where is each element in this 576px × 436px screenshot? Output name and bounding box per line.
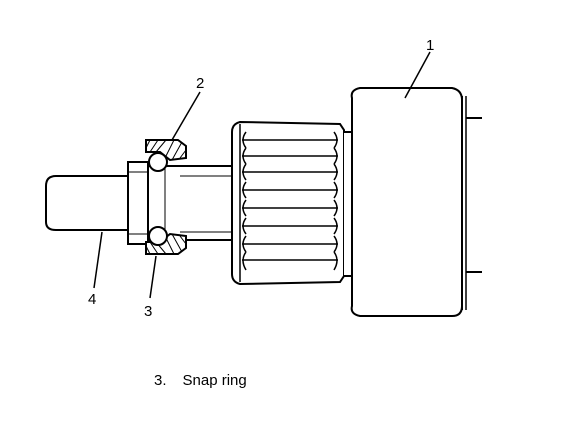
leader-2 [171,91,201,141]
callout-2: 2 [196,75,204,92]
leader-3 [149,255,157,299]
shaft-collar [127,161,149,245]
snap-ring-assembly [145,139,187,255]
shaft-end [45,175,130,231]
leader-4 [93,231,103,289]
pinion-gear [231,120,345,286]
callout-3: 3 [144,303,152,320]
figure-caption: 3. Snap ring [154,372,247,389]
snap-ring-top [148,152,168,172]
callout-4: 4 [88,291,96,308]
caption-text: Snap ring [182,372,247,389]
clutch-housing [344,87,482,317]
caption-number: 3. [154,372,167,389]
leader-lines [93,51,431,299]
callout-1: 1 [426,37,434,54]
snap-ring-bottom [148,226,168,246]
leader-1 [404,51,431,99]
